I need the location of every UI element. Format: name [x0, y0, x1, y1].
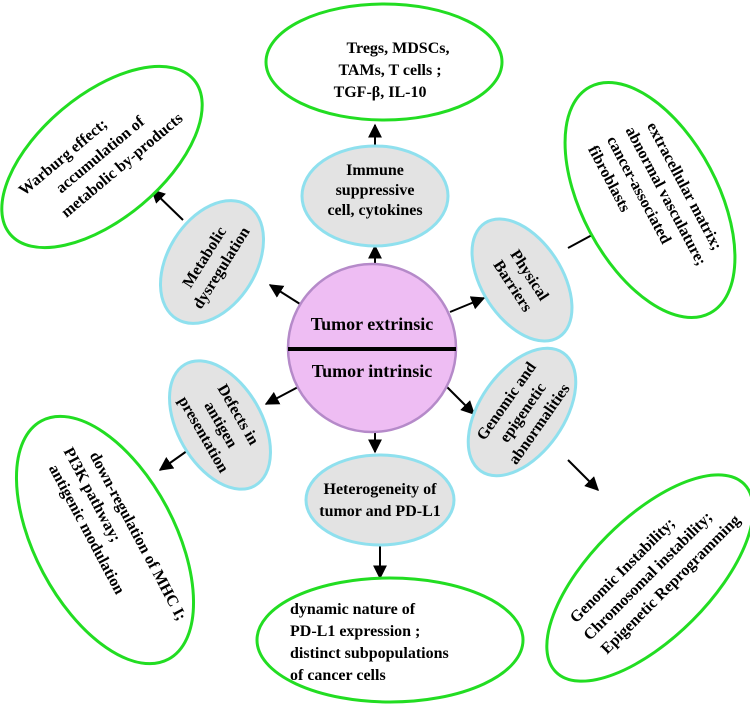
outer-heterogeneity-line-4: of cancer cells — [290, 667, 386, 684]
outer-immune-line-3: TGF-β, IL-10 — [334, 84, 427, 101]
inner-immune: Immune suppressive cell, cytokines — [300, 144, 450, 248]
outer-physical: extracellular matrix; abnormal vasculatu… — [563, 81, 737, 319]
arrow-center-antigen — [264, 385, 301, 405]
outer-heterogeneity-line-2: PD-L1 expression ; — [290, 623, 420, 640]
center-label-extrinsic: Tumor extrinsic — [311, 314, 434, 334]
arrow-center-metabolic — [268, 284, 301, 305]
arrow-center-physical — [449, 296, 486, 313]
inner-metabolic: Metabolic dysregulation — [158, 199, 266, 325]
center-circle: Tumor extrinsic Tumor intrinsic — [286, 262, 458, 434]
outer-immune: Tregs, MDSCs, TAMs, T cells ; TGF-β, IL-… — [264, 2, 504, 122]
inner-genomic: Genomic and epigenetic abnormalities — [466, 346, 578, 478]
outer-antigen: down-regulation of MHC I; PI3K pathway; … — [14, 414, 196, 666]
center-label-intrinsic: Tumor intrinsic — [312, 361, 433, 381]
inner-immune-line-3: cell, cytokines — [327, 202, 422, 219]
outer-heterogeneity: dynamic nature of PD-L1 expression ; dis… — [255, 576, 525, 704]
outer-immune-line-1: Tregs, MDSCs, — [347, 40, 450, 57]
inner-immune-line-2: suppressive — [336, 182, 415, 199]
arrow-center-genomic — [446, 386, 475, 415]
outer-genomic: Genomic Instability; Chromosomal instabi… — [545, 473, 750, 683]
svg-text:Tregs, MDSCs,: Tregs, MDSCs, — [347, 40, 450, 57]
inner-heterogeneity: Heterogeneity of tumor and PD-L1 — [304, 453, 456, 547]
inner-antigen: Defects in antigen presentation — [168, 359, 272, 491]
outer-heterogeneity-line-1: dynamic nature of — [290, 601, 416, 618]
inner-heterogeneity-line-1: Heterogeneity of — [324, 481, 438, 498]
inner-heterogeneity-line-2: tumor and PD-L1 — [319, 503, 441, 520]
svg-text:TAMs, T cells ;: TAMs, T cells ; — [338, 62, 441, 79]
outer-immune-line-2: TAMs, T cells ; — [338, 62, 441, 79]
arrow-metabolic-outer — [150, 189, 184, 221]
arrow-genomic-outer — [567, 459, 599, 491]
svg-text:TGF-β, IL-10: TGF-β, IL-10 — [334, 84, 427, 101]
outer-metabolic: Warburg effect; accumulation of metaboli… — [0, 64, 204, 250]
inner-physical: Physical Barriers — [470, 217, 574, 343]
outer-heterogeneity-line-3: distinct subpopulations — [290, 645, 449, 662]
inner-immune-line-1: Immune — [346, 162, 404, 179]
